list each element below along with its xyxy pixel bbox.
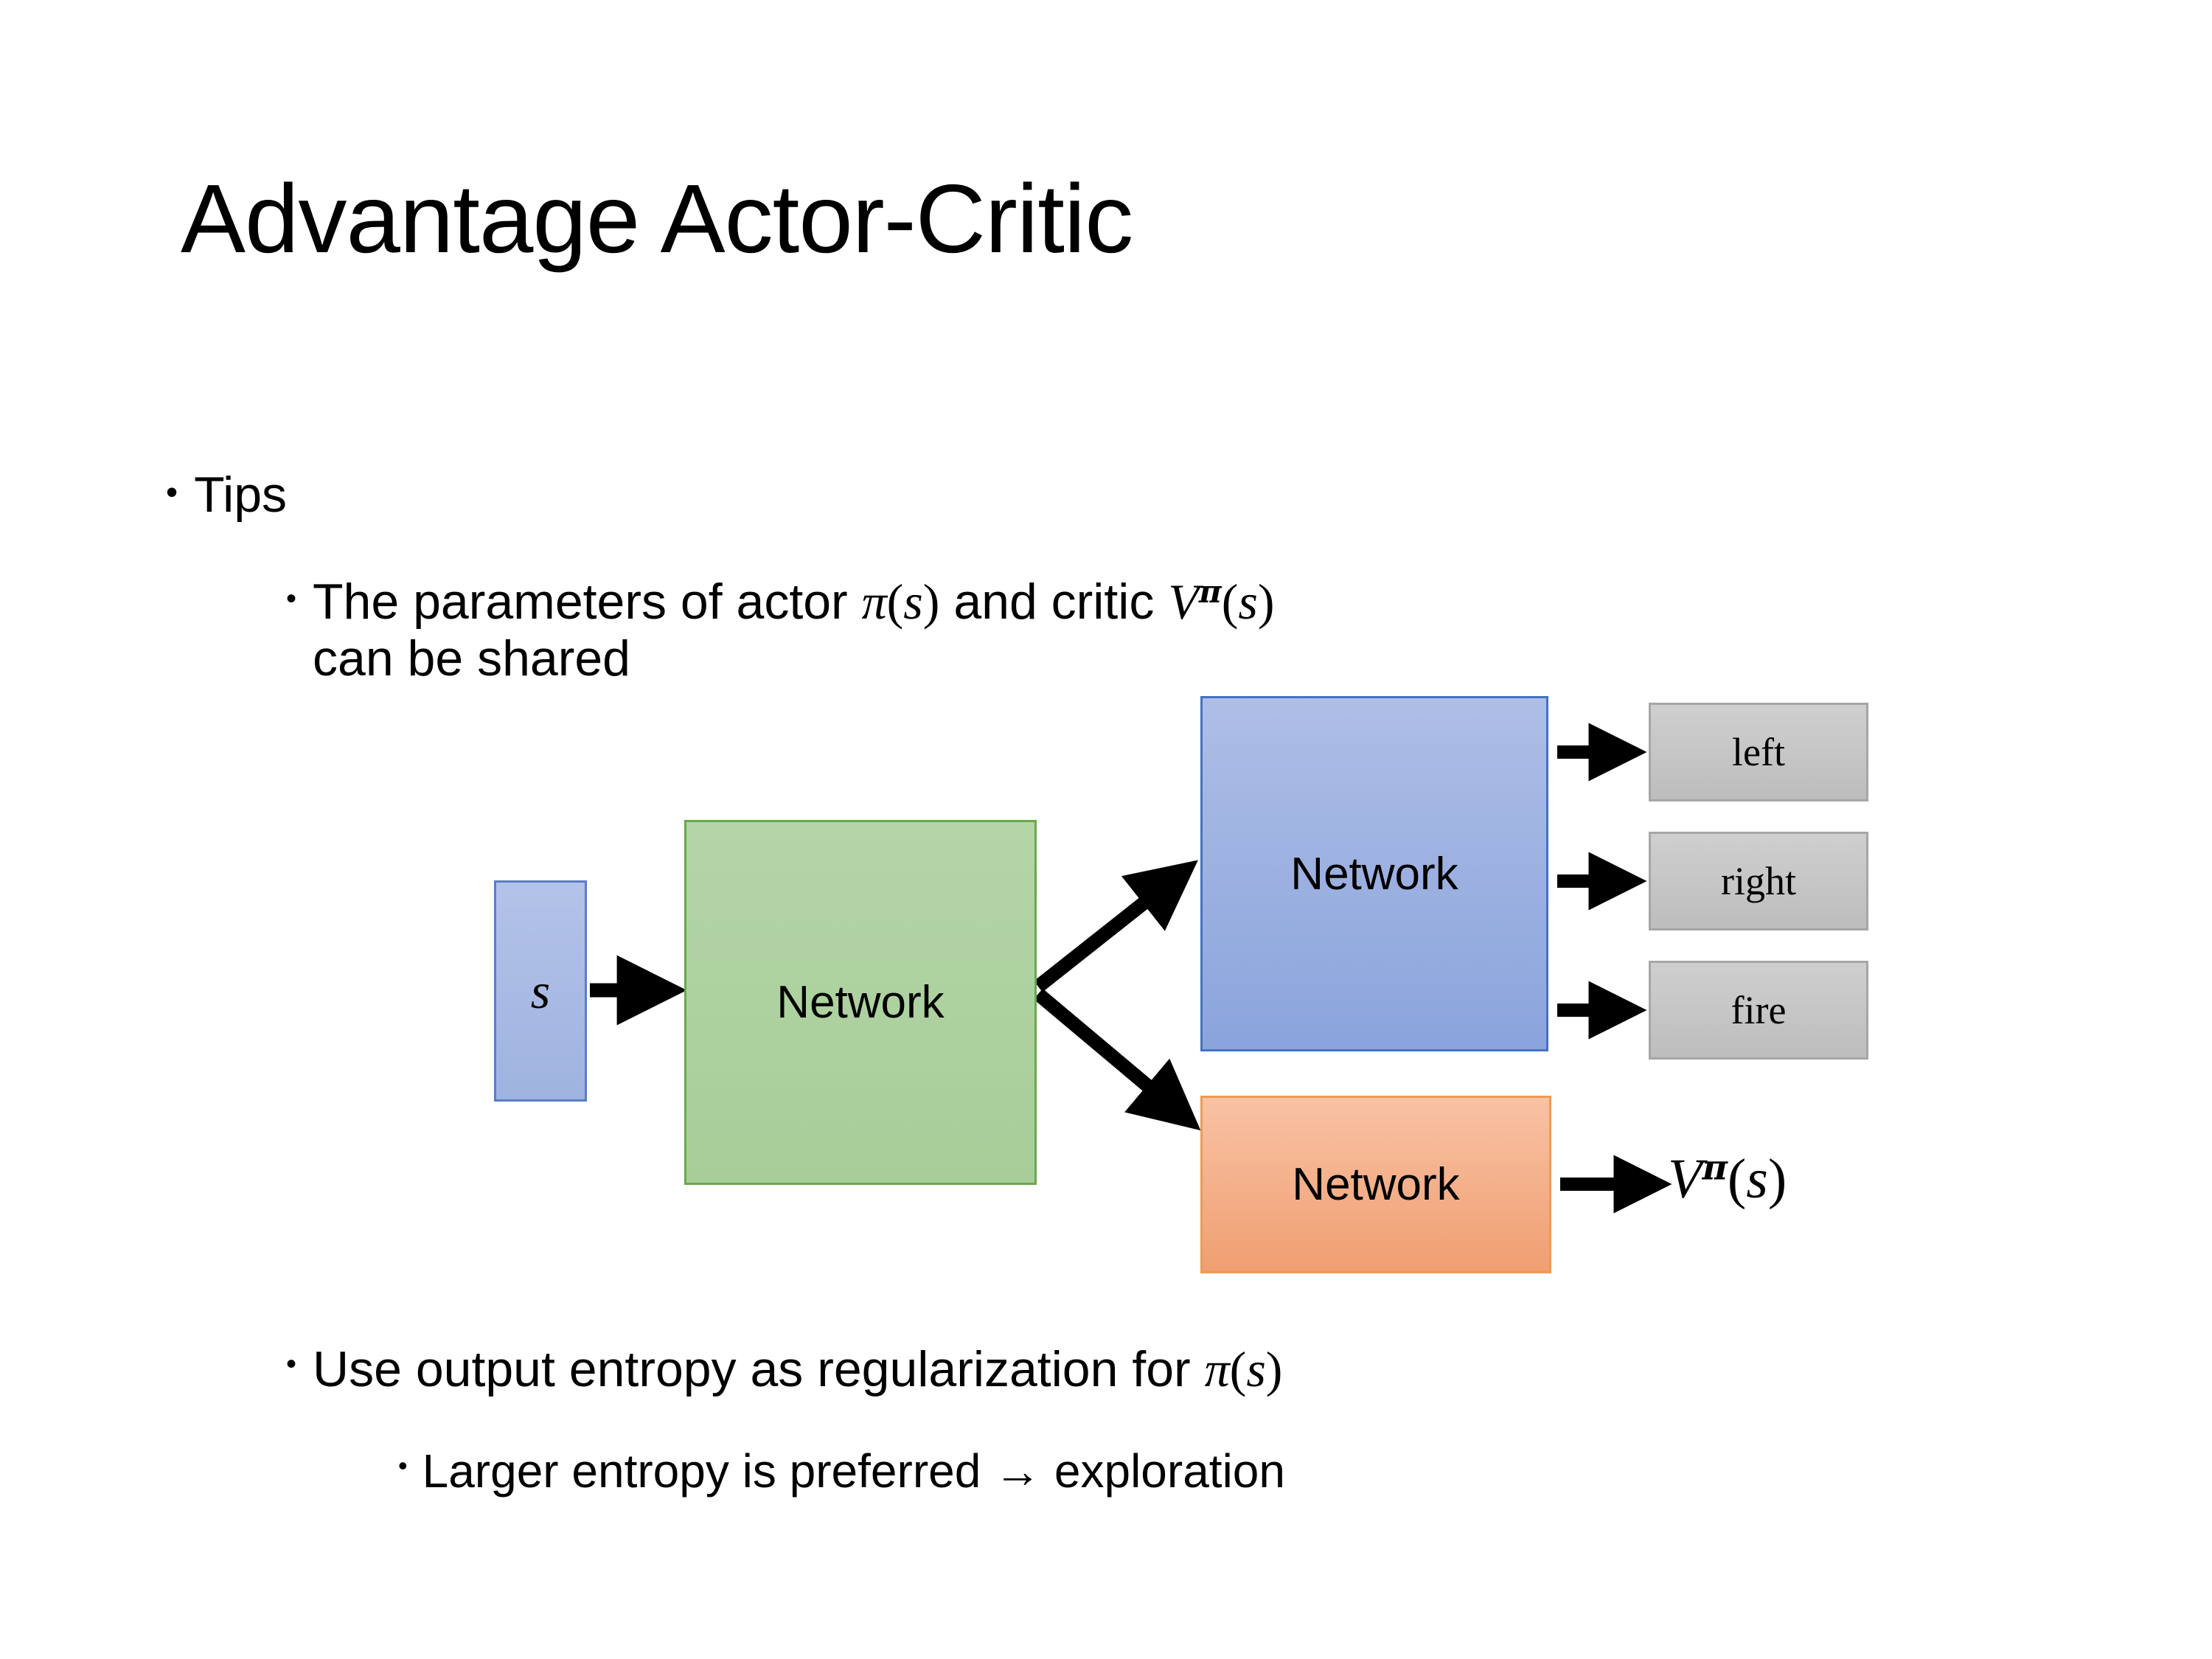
bullet-tips: • Tips <box>166 466 287 524</box>
actor-network-label: Network <box>1290 848 1458 900</box>
bullet-marker-icon: • <box>398 1450 408 1481</box>
shared-network-label: Network <box>776 977 945 1028</box>
bullet-marker-icon: • <box>286 1348 297 1380</box>
action-label-fire: fire <box>1731 988 1787 1032</box>
actor-network-box[interactable]: Network <box>1200 696 1548 1051</box>
bullet-shared-parameters: • The parameters of actor π(s) and criti… <box>286 574 2056 687</box>
bullet-marker-icon: • <box>166 473 178 511</box>
entropy-policy-math: π(s) <box>1204 1341 1283 1397</box>
page-title: Advantage Actor-Critic <box>181 164 1133 273</box>
arrow-shared-to-critic <box>1033 988 1201 1131</box>
bullet-marker-icon: • <box>286 582 297 615</box>
bullet-shared-parameters-text: The parameters of actor π(s) and critic … <box>313 574 1274 687</box>
value-base-symbol: V <box>1668 1148 1703 1210</box>
critic-network-box[interactable]: Network <box>1200 1096 1551 1273</box>
action-label-right: right <box>1721 859 1796 903</box>
entropy-pre-text: Use output entropy as regularization for <box>313 1341 1205 1397</box>
params-pre-text: The parameters of actor <box>313 574 862 630</box>
shared-network-box[interactable]: Network <box>684 820 1037 1185</box>
params-post-text: can be shared <box>313 630 630 686</box>
action-box-left[interactable]: left <box>1649 703 1868 801</box>
bullet-entropy-text: Use output entropy as regularization for… <box>313 1340 1282 1399</box>
action-box-fire[interactable]: fire <box>1649 961 1868 1060</box>
value-function-output-label: Vπ(s) <box>1668 1147 1787 1210</box>
critic-network-label: Network <box>1292 1159 1460 1210</box>
value-policy-superscript: π <box>1702 1147 1728 1189</box>
bullet-entropy-regularization: • Use output entropy as regularization f… <box>286 1340 1282 1399</box>
state-input-box[interactable]: s <box>494 880 587 1102</box>
arrow-shared-to-actor <box>1034 860 1198 992</box>
critic-value-math: Vπ(s) <box>1168 573 1275 630</box>
bullet-larger-entropy: • Larger entropy is preferred → explorat… <box>398 1444 1285 1498</box>
actor-policy-math: π(s) <box>861 574 940 630</box>
params-mid-text: and critic <box>939 574 1169 630</box>
action-label-left: left <box>1732 730 1785 774</box>
action-box-right[interactable]: right <box>1649 832 1868 931</box>
state-symbol-label: s <box>530 962 551 1019</box>
bullet-larger-entropy-label: Larger entropy is preferred → exploratio… <box>422 1444 1285 1498</box>
bullet-tips-label: Tips <box>194 467 288 523</box>
